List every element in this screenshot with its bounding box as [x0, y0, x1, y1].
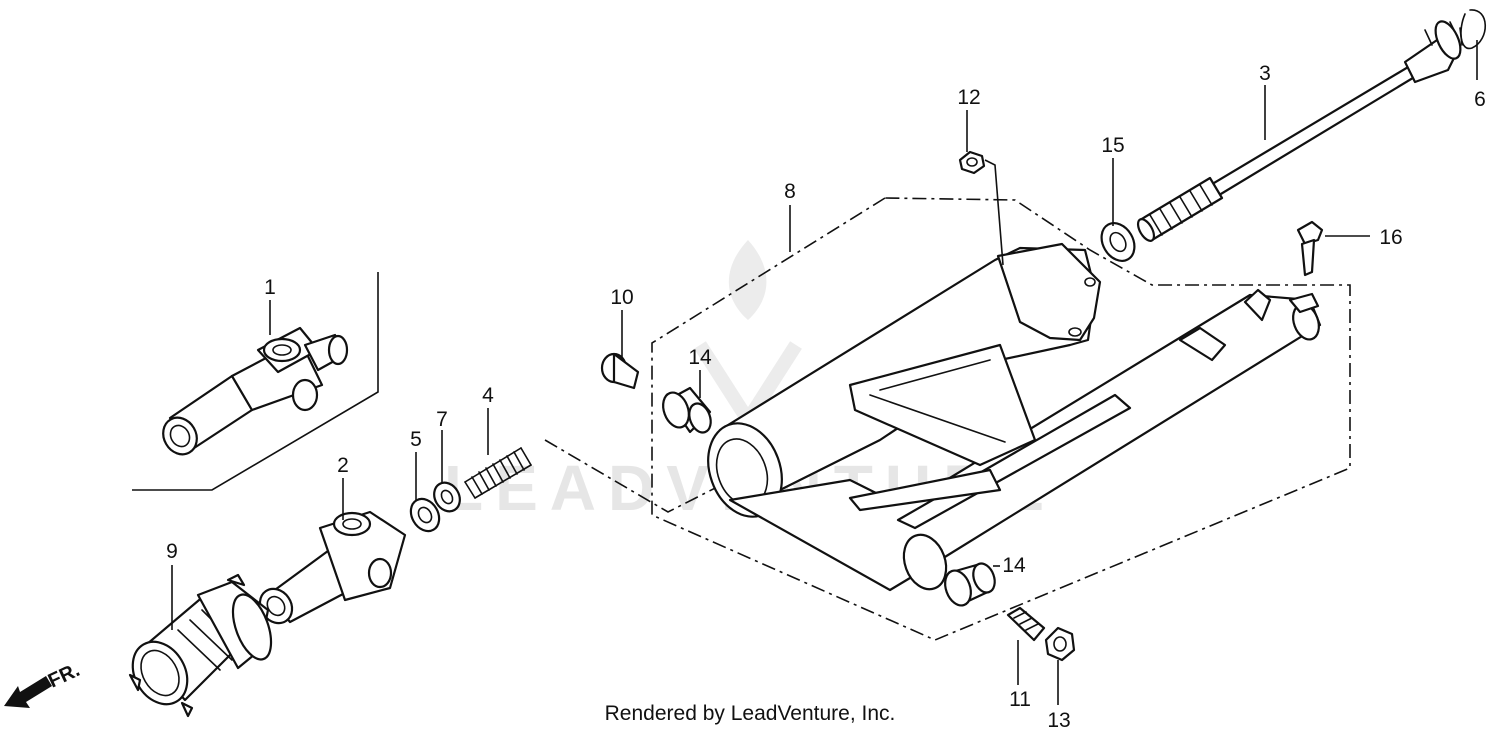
- lock-nut-part[interactable]: [1044, 626, 1076, 662]
- callout-11: 11: [1009, 688, 1031, 711]
- circlip-part[interactable]: [1460, 9, 1486, 50]
- oil-seal-part[interactable]: [1095, 217, 1141, 267]
- callout-3: 3: [1259, 62, 1271, 85]
- callout-2: 2: [337, 454, 349, 477]
- universal-joint-part[interactable]: [157, 326, 349, 460]
- bearing-upper-part[interactable]: [659, 386, 715, 436]
- callout-1: 1: [264, 276, 276, 299]
- callout-4: 4: [482, 384, 494, 407]
- front-direction-indicator: FR.: [4, 659, 83, 708]
- front-arrow-icon: [4, 676, 52, 708]
- callout-5: 5: [410, 428, 422, 451]
- bearing-lower-part[interactable]: [941, 560, 999, 609]
- leader-lines: [171, 40, 1478, 705]
- callout-6: 6: [1474, 88, 1486, 111]
- callout-14-lower: 14: [1002, 554, 1026, 577]
- washer-large-part[interactable]: [405, 494, 445, 536]
- pivot-bolt-part[interactable]: [1006, 606, 1046, 642]
- credit-text: Rendered by LeadVenture, Inc.: [604, 702, 896, 725]
- callouts: 1 2 3 4 5 6 7 8 9 10 11 12 13 14 14 15 1…: [166, 62, 1486, 732]
- nut-part[interactable]: [958, 150, 986, 175]
- swingarm-part[interactable]: [696, 242, 1324, 595]
- drive-shaft-part[interactable]: [1135, 18, 1466, 244]
- boot-part[interactable]: [122, 573, 279, 718]
- callout-14-upper: 14: [688, 346, 712, 369]
- callout-8: 8: [784, 180, 796, 203]
- front-label: FR.: [45, 659, 83, 693]
- callout-15: 15: [1101, 134, 1124, 157]
- bolt-part[interactable]: [1296, 220, 1324, 277]
- watermark-flame-icon: [728, 240, 767, 320]
- swingarm-group-outline: [651, 197, 1351, 641]
- pivot-cap-part[interactable]: [600, 352, 640, 390]
- callout-12: 12: [957, 86, 980, 109]
- callout-16: 16: [1379, 226, 1402, 249]
- callout-13: 13: [1047, 709, 1070, 732]
- joint-group-bracket: [132, 272, 379, 491]
- yoke-part[interactable]: [253, 510, 407, 629]
- washer-small-part[interactable]: [429, 478, 465, 516]
- spring-group-line: [544, 439, 736, 513]
- callout-7: 7: [436, 408, 448, 431]
- spring-part[interactable]: [464, 447, 532, 499]
- group-outlines: [132, 197, 1351, 641]
- callout-10: 10: [610, 286, 633, 309]
- callout-9: 9: [166, 540, 178, 563]
